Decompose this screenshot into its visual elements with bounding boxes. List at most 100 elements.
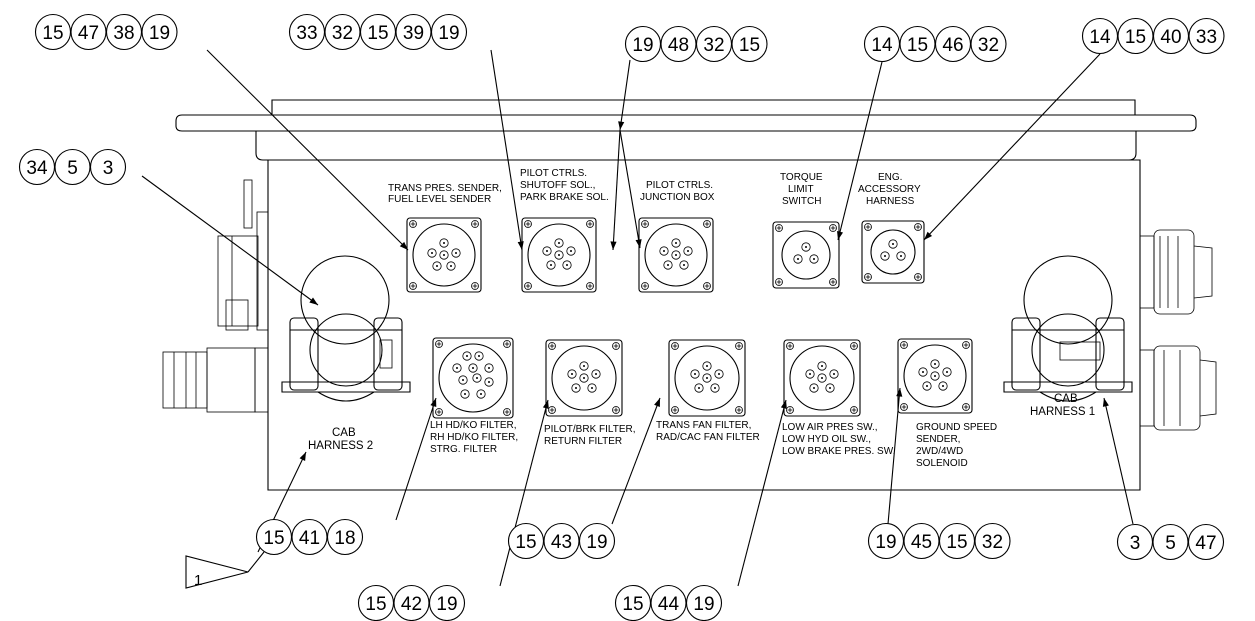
label-trans-fan-line2: RAD/CAC FAN FILTER: [656, 432, 760, 443]
callout-number: 48: [668, 35, 689, 56]
callout-number: 5: [67, 158, 78, 179]
callout-number: 19: [149, 23, 170, 44]
callout-bubble: [1187, 523, 1225, 561]
callout-number: 41: [299, 528, 320, 549]
label-torque-limit-line1: TORQUE: [780, 172, 823, 183]
connector-torque-limit-switch: [772, 221, 840, 289]
screw-icon: [775, 224, 783, 232]
label-pilot-brk-line1: PILOT/BRK FILTER,: [544, 424, 636, 435]
callout-bubble: [326, 518, 364, 556]
label-trans-pres-line2: FUEL LEVEL SENDER: [388, 194, 491, 205]
screw-icon: [503, 340, 511, 348]
pin-icon: [554, 250, 564, 260]
pin-icon: [896, 251, 906, 261]
pin-icon: [484, 363, 494, 373]
callout-number: 32: [703, 35, 724, 56]
screw-icon: [850, 342, 858, 350]
callout-number: 19: [586, 532, 607, 553]
pin-icon: [809, 383, 819, 393]
pin-icon: [562, 260, 572, 270]
pin-icon: [679, 260, 689, 270]
connector-ground-speed-sender: [897, 338, 973, 414]
connector-eng-accessory-harness: [861, 220, 925, 284]
screw-icon: [900, 403, 908, 411]
callout-number: 15: [42, 23, 63, 44]
screw-icon: [850, 406, 858, 414]
pin-icon: [880, 251, 890, 261]
pin-icon: [542, 246, 552, 256]
pin-icon: [801, 242, 811, 252]
pin-icon: [702, 361, 712, 371]
label-trans-pres-line1: TRANS PRES. SENDER,: [388, 183, 502, 194]
screw-icon: [435, 340, 443, 348]
pin-icon: [468, 363, 478, 373]
screw-icon: [409, 282, 417, 290]
label-torque-limit-line2: LIMIT: [788, 184, 814, 195]
label-lh-hd-ko-line1: LH HD/KO FILTER,: [430, 420, 517, 431]
callout-bubble: [141, 13, 178, 51]
callout-number: 33: [296, 23, 317, 44]
callout-bubble: [430, 13, 468, 51]
screw-icon: [612, 406, 620, 414]
callout-number: 32: [978, 35, 999, 56]
callout-number: 15: [263, 528, 284, 549]
pin-icon: [472, 373, 482, 383]
screw-icon: [524, 220, 532, 228]
pin-icon: [567, 369, 577, 379]
label-low-air-line2: LOW HYD OIL SW.,: [782, 434, 871, 445]
pin-icon: [938, 381, 948, 391]
pin-icon: [579, 361, 589, 371]
leader-lines: [141, 49, 1134, 587]
pin-icon: [671, 250, 681, 260]
label-low-air-line1: LOW AIR PRES SW.,: [782, 422, 878, 433]
pin-icon: [432, 261, 442, 271]
connector-pilot-ctrls-shutoff: [521, 217, 597, 293]
callout-number: 5: [1165, 533, 1176, 554]
label-trans-fan-line1: TRANS FAN FILTER,: [656, 420, 751, 431]
pin-icon: [427, 248, 437, 258]
pin-icon: [458, 375, 468, 385]
pin-icon: [690, 369, 700, 379]
callout-number: 43: [551, 532, 572, 553]
screw-icon: [775, 278, 783, 286]
screw-icon: [586, 282, 594, 290]
callout-number: 14: [1089, 27, 1111, 48]
enclosure: [162, 99, 1217, 491]
callout-number: 19: [438, 23, 459, 44]
pin-icon: [659, 246, 669, 256]
callout-number: 19: [436, 594, 457, 615]
pin-icon: [579, 373, 589, 383]
callout-number: 32: [982, 532, 1003, 553]
screw-icon: [409, 220, 417, 228]
pin-icon: [918, 367, 928, 377]
pin-icon: [683, 246, 693, 256]
callout-number: 39: [403, 23, 424, 44]
callout-number: 32: [332, 23, 353, 44]
pin-icon: [571, 383, 581, 393]
connector-labels: TRANS PRES. SENDER, FUEL LEVEL SENDER PI…: [308, 168, 1095, 469]
screw-icon: [612, 342, 620, 350]
callout-bubble: [1188, 17, 1225, 55]
label-pilot-ctrls-shutoff-line3: PARK BRAKE SOL.: [520, 192, 609, 203]
cab-harness-2-clamp: [281, 255, 411, 402]
label-pilot-ctrls-junction-line1: PILOT CTRLS.: [646, 180, 713, 191]
connector-pilot-ctrls-junction: [638, 217, 714, 293]
label-lh-hd-ko-line2: RH HD/KO FILTER,: [430, 432, 518, 443]
pin-icon: [942, 367, 952, 377]
callout-number: 19: [632, 35, 653, 56]
pin-icon: [809, 254, 819, 264]
callout-bubble: [731, 25, 768, 63]
callout-bubble: [974, 522, 1011, 560]
pin-icon: [439, 238, 449, 248]
label-pilot-ctrls-shutoff-line1: PILOT CTRLS.: [520, 168, 587, 179]
callout-number: 19: [875, 532, 896, 553]
cab-harness-1-clamp: [1003, 255, 1133, 402]
screw-icon: [735, 342, 743, 350]
label-eng-accessory-line2: ACCESSORY: [858, 184, 921, 195]
